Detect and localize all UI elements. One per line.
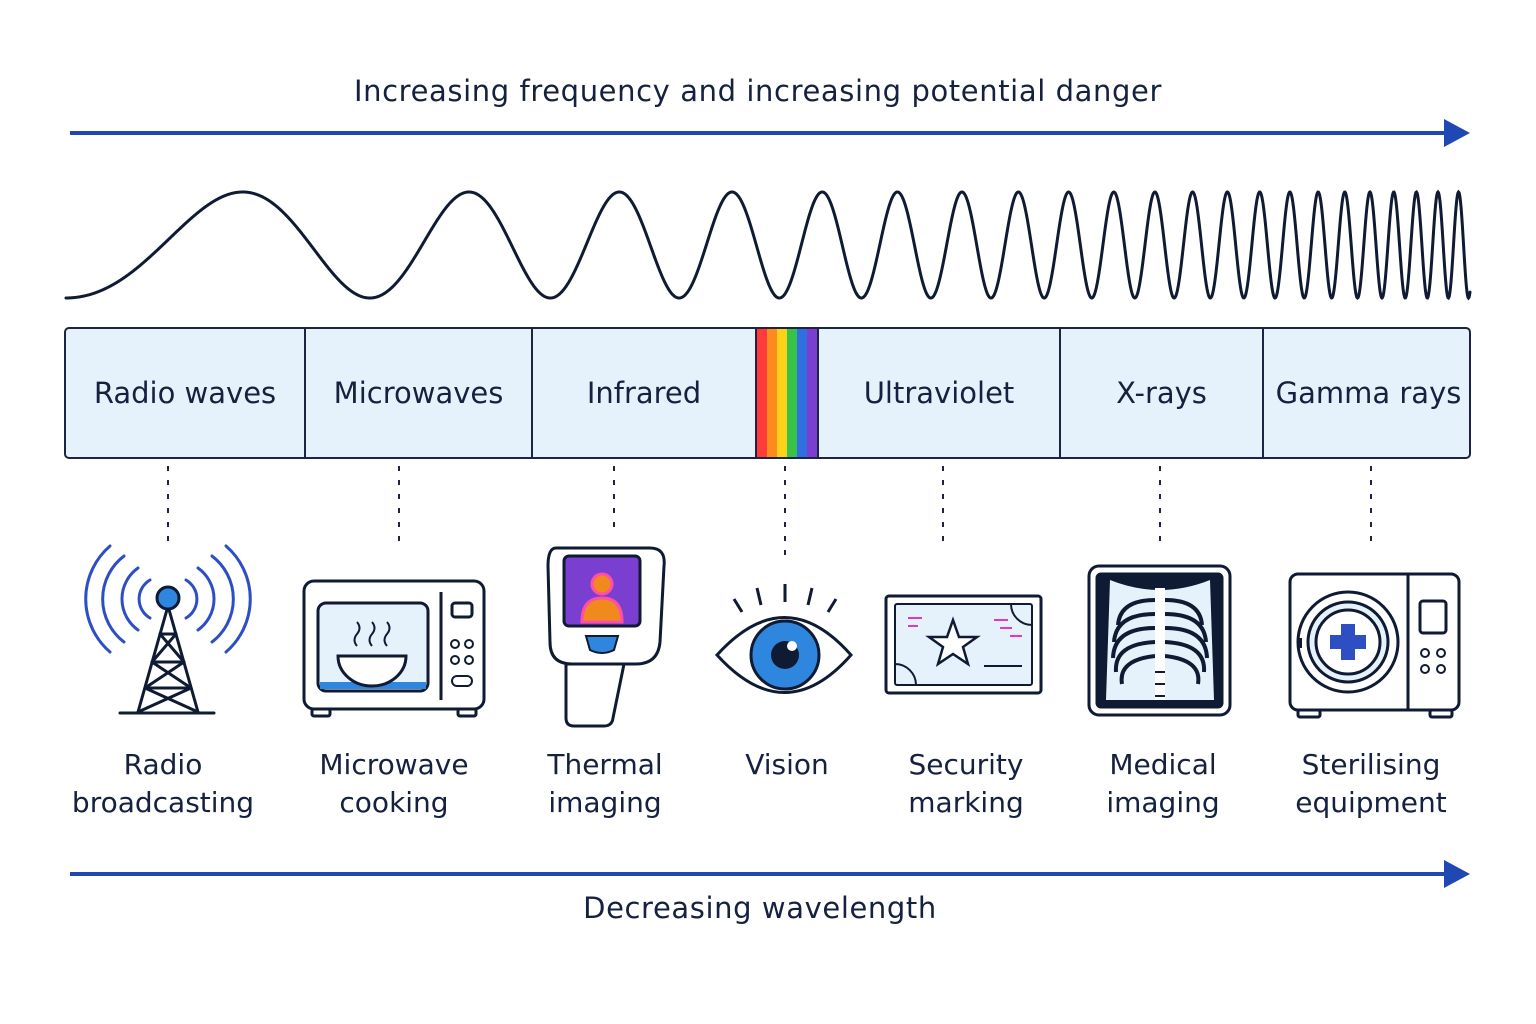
band-radio-waves: Radio waves [66, 329, 306, 457]
app-label-vision: Vision [677, 746, 897, 784]
app-label-line: imaging [1106, 786, 1220, 819]
app-label-line: Radio [123, 748, 203, 781]
band-ultraviolet: Ultraviolet [819, 329, 1061, 457]
app-label-security: Security marking [856, 746, 1076, 822]
microwave-oven-icon [302, 579, 486, 718]
visible-violet [807, 329, 817, 457]
app-label-line: Medical [1109, 748, 1217, 781]
band-visible-light [757, 329, 819, 457]
radio-tower-icon [84, 544, 252, 715]
app-label-line: Sterilising [1301, 748, 1441, 781]
app-label-line: cooking [339, 786, 449, 819]
thermal-camera-icon [546, 546, 666, 728]
security-banknote-icon [884, 594, 1043, 695]
app-label-thermal: Thermal imaging [495, 746, 715, 822]
visible-yellow [777, 329, 787, 457]
band-microwaves: Microwaves [306, 329, 533, 457]
app-label-line: Security [908, 748, 1024, 781]
frequency-arrow [70, 119, 1470, 147]
app-label-line: imaging [548, 786, 662, 819]
wavelength-title: Decreasing wavelength [583, 891, 937, 925]
app-label-radio: Radio broadcasting [53, 746, 273, 822]
app-label-line: marking [908, 786, 1024, 819]
frequency-title: Increasing frequency and increasing pote… [354, 74, 1162, 108]
app-label-line: Thermal [547, 748, 663, 781]
app-label-medical: Medical imaging [1053, 746, 1273, 822]
spectrum-band: Radio waves Microwaves Infrared Ultravio… [64, 327, 1471, 459]
band-gamma-rays: Gamma rays [1275, 376, 1462, 410]
app-label-line: Microwave [319, 748, 469, 781]
eye-icon [714, 584, 853, 694]
app-label-line: broadcasting [71, 786, 255, 819]
connector-lines [167, 466, 1372, 560]
em-wave [64, 189, 1472, 301]
band-x-rays: X-rays [1061, 329, 1264, 457]
app-label-line: Vision [745, 748, 829, 781]
app-label-sterilising: Sterilising equipment [1261, 746, 1481, 822]
app-label-microwave: Microwave cooking [284, 746, 504, 822]
visible-blue [797, 329, 807, 457]
visible-green [787, 329, 797, 457]
steriliser-icon [1288, 572, 1461, 719]
chest-xray-icon [1087, 564, 1232, 717]
band-infrared: Infrared [533, 329, 757, 457]
app-label-line: equipment [1295, 786, 1447, 819]
visible-orange [767, 329, 777, 457]
visible-red [757, 329, 767, 457]
wavelength-arrow [70, 860, 1470, 888]
